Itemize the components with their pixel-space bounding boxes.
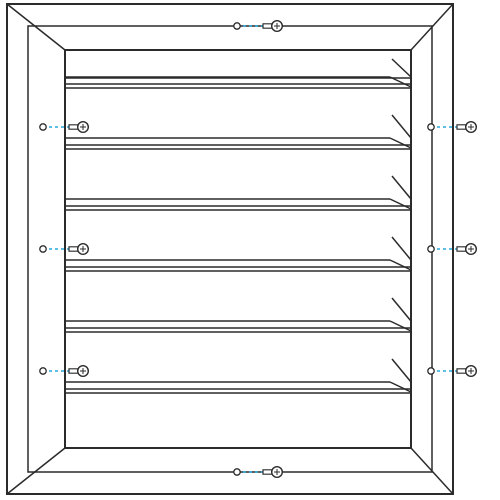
louver-group <box>65 58 412 394</box>
louver-diagonal <box>391 58 412 78</box>
mounting-screw <box>427 242 478 255</box>
louver-diagonal <box>391 175 412 200</box>
mounting-screw <box>39 242 89 255</box>
screw-hole <box>233 22 241 30</box>
louver-side-edge <box>389 198 412 210</box>
frame-corner-miter <box>6 3 66 51</box>
screw-hole <box>233 468 241 476</box>
frame-corner-miter <box>410 3 454 51</box>
frame-outer-edge <box>6 3 454 495</box>
screw-group <box>39 20 478 479</box>
mounting-screw <box>427 365 478 378</box>
mounting-screw <box>233 466 284 479</box>
louver-blade <box>65 297 412 333</box>
screw-hole <box>427 367 435 375</box>
mounting-screw <box>39 120 89 133</box>
frame-inner-opening <box>64 49 412 449</box>
louver-blade <box>65 236 412 272</box>
louver-blade <box>65 114 412 150</box>
louver-diagonal <box>391 358 412 383</box>
mounting-screw <box>39 365 89 378</box>
louver-blade <box>65 58 412 89</box>
louver-side-edge <box>389 137 412 149</box>
louver-side-edge <box>389 381 412 393</box>
louver-blade <box>65 358 412 394</box>
mounting-screw <box>427 120 478 133</box>
louver-side-edge <box>389 259 412 271</box>
frame-corner-miter <box>410 447 454 495</box>
louver-side-edge <box>389 320 412 332</box>
frame-corner-miter <box>6 447 66 495</box>
screw-hole <box>39 367 47 375</box>
screw-hole <box>39 245 47 253</box>
screw-hole <box>427 245 435 253</box>
screw-hole <box>427 123 435 131</box>
louver-blade <box>65 175 412 211</box>
mounting-screw <box>233 20 284 33</box>
louver-diagonal <box>391 236 412 261</box>
louver-diagonal <box>391 297 412 322</box>
louver-diagonal <box>391 114 412 139</box>
screw-hole <box>39 123 47 131</box>
